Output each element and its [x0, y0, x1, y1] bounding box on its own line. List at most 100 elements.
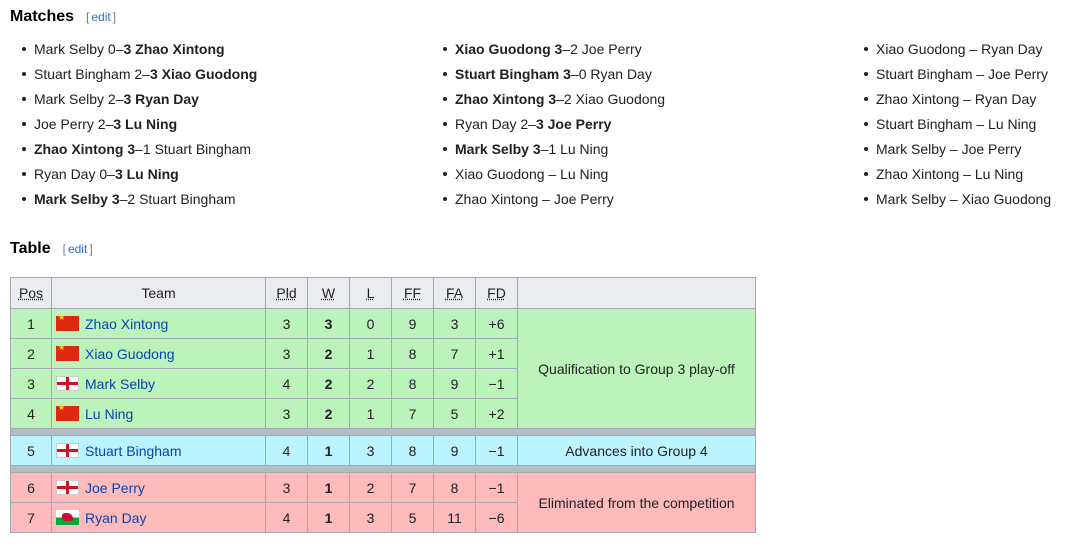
england-flag-icon: [56, 479, 79, 495]
match-item: Stuart Bingham – Joe Perry: [862, 65, 1051, 90]
team-link[interactable]: Mark Selby: [85, 375, 156, 392]
match-text: Ryan Day 0–: [34, 166, 115, 182]
match-winner-text: Stuart Bingham 3: [455, 66, 571, 82]
match-item: Mark Selby – Joe Perry: [862, 140, 1051, 165]
cell-fa: 11: [433, 502, 476, 533]
header-pld[interactable]: Pld: [265, 277, 308, 309]
cell-team: Stuart Bingham: [51, 435, 266, 466]
match-text: Mark Selby 2–: [34, 91, 124, 107]
header-team: Team: [51, 277, 266, 309]
team-link[interactable]: Ryan Day: [85, 509, 147, 526]
wales-flag-icon: [56, 509, 79, 525]
match-winner-text: 3 Zhao Xintong: [123, 41, 225, 57]
cell-w: 2: [307, 368, 350, 399]
header-w[interactable]: W: [307, 277, 350, 309]
cell-w: 1: [307, 435, 350, 466]
match-item: Stuart Bingham 2–3 Xiao Guodong: [20, 65, 257, 90]
match-item: Ryan Day 2–3 Joe Perry: [441, 115, 665, 140]
header-ff[interactable]: FF: [391, 277, 434, 309]
matches-edit-link[interactable]: edit: [91, 10, 111, 24]
match-item: Stuart Bingham 3–0 Ryan Day: [441, 65, 665, 90]
china-flag-icon: [56, 313, 79, 331]
header-note: [517, 277, 756, 309]
team-link[interactable]: Lu Ning: [85, 405, 134, 422]
matches-heading: Matches [edit]: [10, 8, 116, 26]
cell-team: Xiao Guodong: [51, 338, 266, 369]
match-item: Ryan Day 0–3 Lu Ning: [20, 165, 257, 190]
england-flag-icon: [56, 442, 79, 458]
table-edit-link[interactable]: edit: [67, 242, 88, 256]
cell-fd: +1: [475, 338, 518, 369]
match-text: Stuart Bingham – Lu Ning: [876, 116, 1037, 132]
match-item: Zhao Xintong 3–1 Stuart Bingham: [20, 140, 257, 165]
wins-value: 1: [324, 509, 333, 526]
cell-w: 1: [307, 472, 350, 503]
match-item: Mark Selby – Xiao Guodong: [862, 190, 1051, 215]
match-text: –2 Joe Perry: [562, 41, 642, 57]
match-item: Xiao Guodong 3–2 Joe Perry: [441, 40, 665, 65]
match-winner-text: Zhao Xintong 3: [34, 141, 136, 157]
wins-value: 2: [324, 405, 333, 422]
cell-w: 2: [307, 398, 350, 429]
table-edit: [edit]: [62, 242, 93, 256]
cell-pos: 1: [10, 308, 52, 339]
cell-fa: 3: [433, 308, 476, 339]
match-text: Stuart Bingham 2–: [34, 66, 150, 82]
cell-l: 1: [349, 338, 392, 369]
header-fa[interactable]: FA: [433, 277, 476, 309]
separator-cell: [10, 465, 756, 473]
match-winner-text: 3 Lu Ning: [113, 116, 178, 132]
match-winner-text: Mark Selby 3: [455, 141, 541, 157]
cell-pld: 3: [265, 472, 308, 503]
wins-value: 1: [324, 442, 333, 459]
header-fd[interactable]: FD: [475, 277, 518, 309]
header-pos[interactable]: Pos: [10, 277, 52, 309]
match-text: Mark Selby – Xiao Guodong: [876, 191, 1052, 207]
match-text: Ryan Day 2–: [455, 116, 536, 132]
cell-l: 1: [349, 398, 392, 429]
match-winner-text: 3 Joe Perry: [535, 116, 612, 132]
cell-team: Ryan Day: [51, 502, 266, 533]
cell-pld: 4: [265, 435, 308, 466]
match-text: –1 Stuart Bingham: [135, 141, 252, 157]
cell-team: Lu Ning: [51, 398, 266, 429]
match-item: Mark Selby 3–2 Stuart Bingham: [20, 190, 257, 215]
match-text: Mark Selby – Joe Perry: [876, 141, 1022, 157]
header-l[interactable]: L: [349, 277, 392, 309]
match-text: Joe Perry 2–: [34, 116, 114, 132]
cell-pld: 3: [265, 398, 308, 429]
match-winner-text: 3 Xiao Guodong: [149, 66, 258, 82]
cell-fd: −6: [475, 502, 518, 533]
cell-ff: 7: [391, 398, 434, 429]
cell-fd: −1: [475, 435, 518, 466]
cell-pos: 3: [10, 368, 52, 399]
cell-fa: 9: [433, 435, 476, 466]
cell-pos: 5: [10, 435, 52, 466]
match-text: Xiao Guodong – Lu Ning: [455, 166, 609, 182]
cell-l: 3: [349, 502, 392, 533]
team-link[interactable]: Joe Perry: [85, 479, 145, 496]
cell-note: Eliminated from the competition: [517, 472, 756, 533]
match-text: –2 Xiao Guodong: [556, 91, 666, 107]
match-text: –0 Ryan Day: [570, 66, 652, 82]
china-flag-icon: [56, 403, 79, 421]
cell-pld: 3: [265, 308, 308, 339]
cell-pld: 3: [265, 338, 308, 369]
team-link[interactable]: Zhao Xintong: [85, 315, 169, 332]
team-link[interactable]: Xiao Guodong: [85, 345, 175, 362]
cell-ff: 5: [391, 502, 434, 533]
cell-pos: 4: [10, 398, 52, 429]
matches-title: Matches: [10, 8, 75, 25]
match-item: Joe Perry 2–3 Lu Ning: [20, 115, 257, 140]
cell-ff: 7: [391, 472, 434, 503]
match-item: Stuart Bingham – Lu Ning: [862, 115, 1051, 140]
team-link[interactable]: Stuart Bingham: [85, 442, 182, 459]
match-text: Zhao Xintong – Ryan Day: [876, 91, 1037, 107]
